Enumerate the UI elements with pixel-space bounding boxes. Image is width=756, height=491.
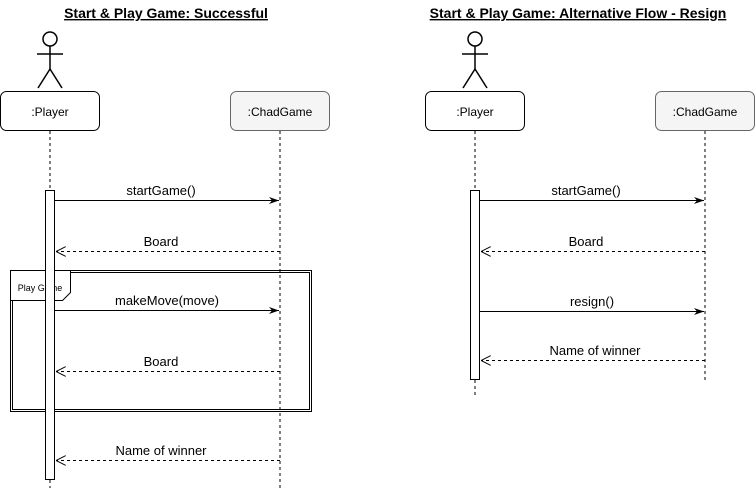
return-message: Board (56, 234, 280, 252)
player-box: :Player (425, 91, 525, 131)
play-game-frame: Play Game (10, 270, 312, 412)
message: startGame() (55, 183, 279, 204)
chadgame-label: :ChadGame (248, 105, 313, 119)
return-message: Name of winner (481, 343, 705, 361)
player-label: :Player (31, 105, 68, 119)
message-label: Board (144, 234, 179, 249)
player-activation-bar (470, 190, 480, 380)
message: startGame() (480, 183, 704, 204)
return-message: Name of winner (56, 443, 280, 461)
frame-label: Play Game (18, 283, 63, 293)
player-activation-bar (45, 190, 55, 480)
message-label: makeMove(move) (115, 293, 219, 308)
message-label: Name of winner (115, 443, 207, 458)
message-label: Board (569, 234, 604, 249)
message-label: startGame() (126, 183, 195, 198)
message-label: resign() (570, 294, 614, 309)
message-label: Name of winner (549, 343, 641, 358)
message: makeMove(move) (55, 293, 279, 314)
diagram-successful: Start & Play Game: Successful :Player :C… (0, 5, 330, 488)
return-message: Board (481, 234, 705, 252)
diagram-title: Start & Play Game: Successful (64, 5, 268, 21)
message: resign() (480, 294, 704, 315)
chadgame-box: :ChadGame (655, 91, 755, 131)
actor-icon (462, 31, 488, 89)
player-label: :Player (456, 105, 493, 119)
message-label: Board (144, 354, 179, 369)
diagram-resign: Start & Play Game: Alternative Flow - Re… (425, 5, 755, 398)
player-box: :Player (0, 91, 100, 131)
chadgame-box: :ChadGame (230, 91, 330, 131)
diagram-title: Start & Play Game: Alternative Flow - Re… (430, 5, 727, 21)
message-label: startGame() (551, 183, 620, 198)
return-message: Board (56, 354, 280, 372)
actor-icon (37, 31, 63, 89)
chadgame-label: :ChadGame (673, 105, 738, 119)
